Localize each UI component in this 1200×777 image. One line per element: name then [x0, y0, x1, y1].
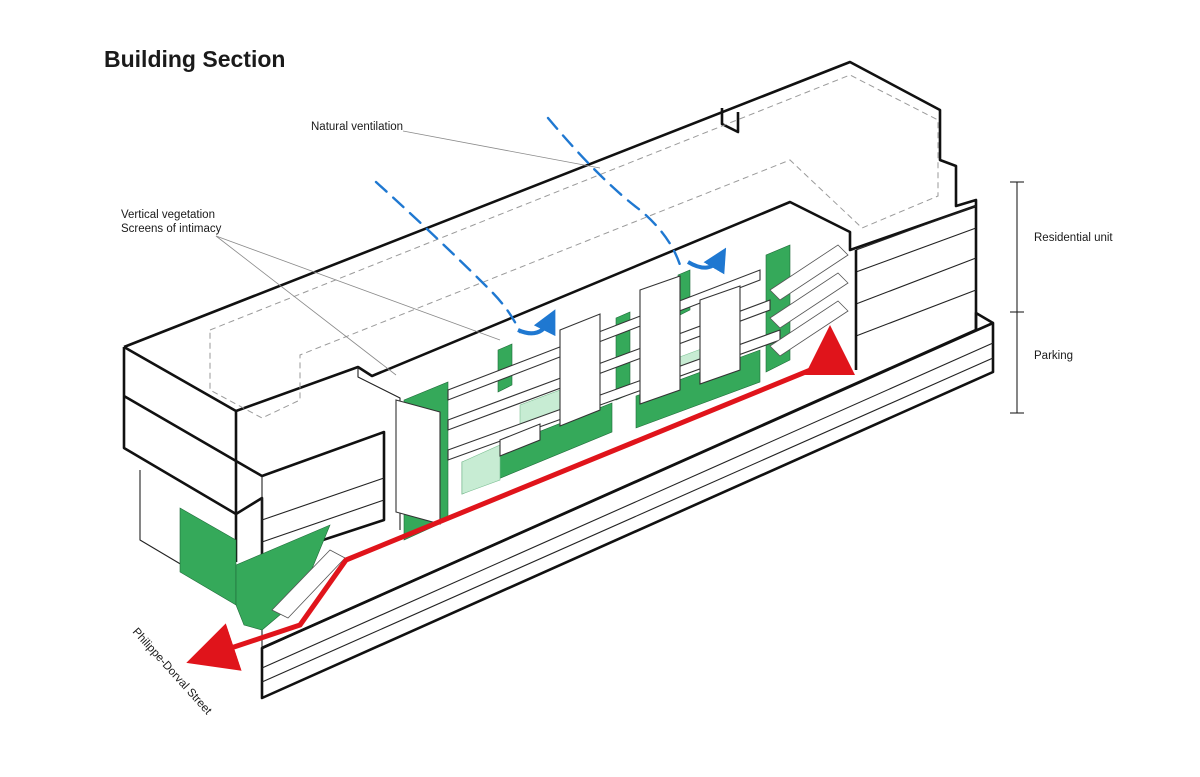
ventilation-flows [374, 116, 727, 337]
label-parking: Parking [1034, 350, 1073, 362]
leader-lines [215, 130, 1024, 414]
label-vertical-vegetation: Vertical vegetation [121, 209, 215, 221]
interior-structure [271, 244, 849, 619]
label-natural-ventilation: Natural ventilation [311, 121, 403, 133]
label-residential-unit: Residential unit [1034, 232, 1113, 244]
label-street: Philippe-Dorval Street [130, 626, 214, 718]
label-screens-of-intimacy: Screens of intimacy [121, 223, 222, 235]
diagram-title: Building Section [104, 46, 285, 72]
